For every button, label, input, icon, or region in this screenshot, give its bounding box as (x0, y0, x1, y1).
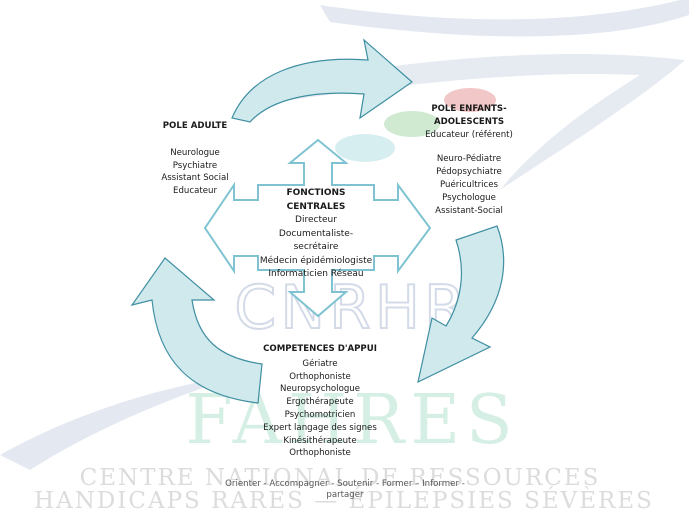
pole-enfants-title-line2: ADOLESCENTS (433, 116, 505, 127)
competences-appui-item: Gériatre (302, 358, 338, 369)
footer-tagline: Orienter - Accompagner - Soutenir - Form… (210, 479, 480, 501)
pole-adulte-item: Psychiatre (172, 160, 218, 171)
pole-adulte-block: POLE ADULTE Neurologue Psychiatre Assist… (140, 120, 250, 198)
fonctions-centrales-title: FONCTIONS CENTRALES (286, 188, 346, 212)
footer-tagline-line1: Orienter - Accompagner - Soutenir - Form… (225, 479, 465, 489)
pole-enfants-item: Psychologue (442, 192, 496, 203)
fonctions-centrales-block: FONCTIONS CENTRALES Directeur Documental… (258, 187, 374, 282)
pole-adulte-item: Educateur (173, 186, 217, 197)
competences-appui-item: Expert langage des signes (263, 422, 377, 433)
pole-enfants-block: POLE ENFANTS- ADOLESCENTS Educateur (réf… (408, 103, 530, 217)
pole-enfants-item: Neuro-Pédiatre (436, 154, 502, 165)
watermark-swoosh-top (320, 0, 689, 37)
watermark-line-1: CENTRE NATIONAL DE RESSOURCES (80, 465, 601, 491)
footer-tagline-line2: partager (326, 490, 364, 500)
competences-appui-title: COMPETENCES D'APPUI (263, 344, 377, 354)
pole-enfants-item: Pédopsychiatre (436, 167, 502, 178)
fonctions-centrales-item: Informaticien Réseau (268, 269, 364, 279)
watermark-line-2: HANDICAPS RARES — ÉPILEPSIES SÉVÈRES (34, 487, 654, 514)
competences-appui-item: Orthophoniste (289, 371, 351, 382)
fonctions-centrales-item: Documentaliste- (278, 228, 354, 239)
competences-appui-item: Kinésithérapeute (283, 435, 357, 446)
arrow-left (130, 257, 263, 404)
watermark-ellipse-teal (335, 134, 395, 162)
watermark-ellipse-green (384, 111, 440, 137)
fonctions-centrales-item: Médecin épidémiologiste (259, 255, 373, 266)
pole-enfants-item: Assistant-Social (435, 205, 503, 216)
pole-enfants-title-line1: POLE ENFANTS- (431, 104, 507, 114)
competences-appui-item: Neuropsychologue (279, 384, 361, 395)
watermark-logo-letters: CNRHR (234, 273, 469, 343)
watermark-ellipse-red (444, 88, 496, 112)
fonctions-centrales-item: Directeur (295, 215, 337, 225)
arrow-right (417, 225, 505, 384)
pole-enfants-referent: Educateur (référent) (425, 129, 513, 140)
competences-appui-item: Orthophoniste (289, 448, 351, 459)
central-cross-arrow (203, 138, 432, 318)
pole-adulte-title: POLE ADULTE (162, 121, 228, 131)
arrow-top (231, 38, 413, 123)
pole-enfants-item: Puéricultrices (439, 179, 499, 190)
watermark-swoosh-bottom-left (0, 375, 240, 470)
competences-appui-item: Psychomotricien (284, 409, 356, 420)
pole-adulte-item: Neurologue (170, 147, 220, 158)
competences-appui-item: Ergothérapeute (286, 397, 354, 408)
fonctions-centrales-item: secrétaire (293, 242, 339, 252)
competences-appui-block: COMPETENCES D'APPUI Gériatre Orthophonis… (255, 343, 385, 460)
pole-adulte-item: Assistant Social (161, 173, 229, 184)
